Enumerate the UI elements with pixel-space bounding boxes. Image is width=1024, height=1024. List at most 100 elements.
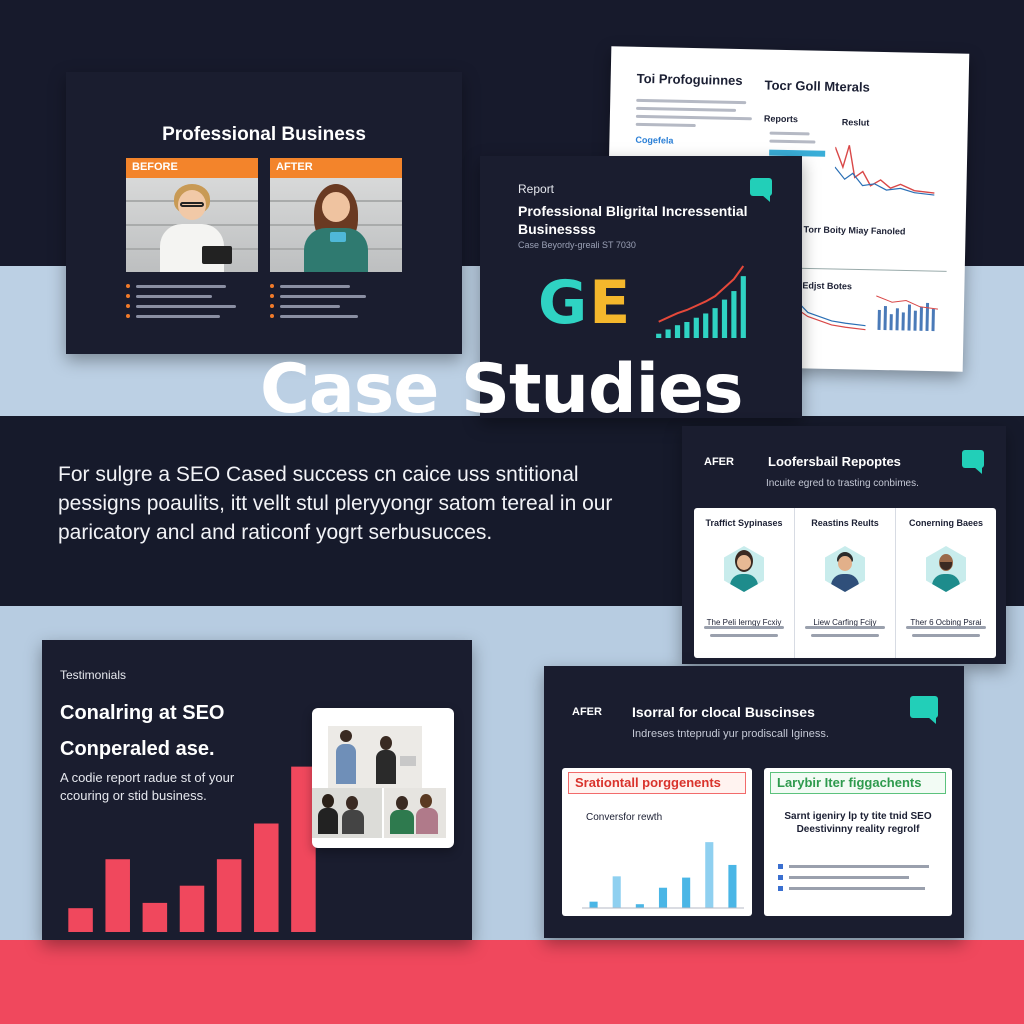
- chart-bar: [656, 333, 662, 338]
- team-caption: The Peli Ierngy Fcxiy: [706, 618, 782, 627]
- after-label: AFTER: [270, 158, 402, 178]
- white-report-heading-right: Tocr Goll Mterals: [764, 77, 870, 95]
- team-column-heading: Reastins Reults: [811, 518, 879, 528]
- chart-bar: [665, 329, 671, 338]
- chart-bar: [740, 276, 746, 338]
- conversion-chart-title: Conversfor rewth: [586, 812, 663, 823]
- chart-bar: [728, 864, 737, 908]
- chart-bar: [712, 308, 718, 338]
- team-column: Traffict Sypinases The Peli Ierngy Fcxiy: [694, 508, 795, 658]
- chart-bar: [612, 876, 621, 908]
- testimonials-text: A codie report radue st of your: [60, 770, 235, 785]
- chart-bar: [291, 766, 316, 932]
- group-photo-1: [312, 788, 382, 838]
- before-label: BEFORE: [126, 158, 258, 178]
- white-report-link[interactable]: Cogefela: [635, 134, 674, 146]
- chart-bar: [705, 842, 714, 908]
- conversion-panel-header: Srationtall porggenents: [568, 772, 746, 794]
- chat-bubble-icon[interactable]: [910, 696, 938, 724]
- page-title: Case Studies: [260, 350, 744, 429]
- testimonials-card[interactable]: Testimonials Conalring at SEO Conperaled…: [42, 640, 472, 940]
- chart-bar: [703, 313, 709, 338]
- testimonials-heading-2: Conperaled ase.: [60, 738, 215, 760]
- after-bullet-list: [270, 284, 402, 318]
- mini-bar-chart: [876, 295, 939, 332]
- after-photo: [270, 178, 402, 272]
- findings-list: [778, 864, 929, 891]
- chart-bar: [693, 317, 699, 338]
- growth-bar-chart: [656, 265, 746, 338]
- local-title: Isorral for clocal Buscinses: [632, 704, 815, 720]
- chart-bar: [684, 322, 690, 338]
- team-subtitle: Incuite egred to trasting conbimes.: [766, 478, 919, 489]
- chart-bar: [68, 908, 93, 932]
- testimonials-label: Testimonials: [60, 668, 127, 682]
- chart-bar: [682, 877, 691, 908]
- report-label: Report: [518, 182, 555, 196]
- fanoled-label: Torr Boity Miay Fanoled: [803, 224, 906, 237]
- team-column-heading: Conerning Baees: [908, 518, 984, 528]
- before-after-title: Professional Business: [162, 124, 366, 145]
- group-photo-2: [384, 788, 446, 838]
- meeting-photo: [328, 726, 422, 788]
- chart-bar: [635, 904, 644, 908]
- chart-bar: [658, 887, 668, 908]
- team-title: Loofersbail Repoptes: [768, 454, 901, 469]
- team-caption: Liew Carfing Fcijy: [813, 618, 877, 627]
- team-column: Conerning Baees Ther 6 Ocbing Psrai: [896, 508, 996, 658]
- before-photo: [126, 178, 258, 272]
- growth-trend-line: [658, 265, 745, 323]
- findings-text: Sarnt igeniry lp ty tite tnid SEO Deesti…: [784, 811, 932, 835]
- mini-bar-row: [796, 267, 947, 272]
- findings-panel-header: Larybir Iter figgachents: [770, 772, 946, 794]
- report-card[interactable]: Report Professional Bligrital Incressent…: [480, 156, 802, 418]
- man-beard-avatar-icon: [926, 546, 966, 592]
- before-column: BEFORE: [126, 158, 258, 324]
- ge-logo: GE: [538, 268, 633, 338]
- chart-bar: [674, 325, 681, 338]
- chart-bar: [216, 859, 242, 932]
- white-report-card[interactable]: Toi Profoguinnes Tocr Goll Mterals Cogef…: [604, 46, 970, 372]
- white-report-heading: Toi Profoguinnes: [636, 70, 743, 89]
- results-line-chart: [834, 145, 935, 196]
- testimonials-text-2: ccouring or stid business.: [60, 788, 207, 803]
- testimonials-bar-chart: [68, 766, 316, 932]
- chart-bar: [721, 299, 728, 338]
- team-panel: Traffict Sypinases The Peli Ierngy Fcxiy…: [694, 508, 996, 658]
- before-after-card[interactable]: Professional Business BEFORE AFTER: [66, 72, 462, 354]
- team-caption: Ther 6 Ocbing Psrai: [910, 618, 982, 627]
- chart-bar: [731, 291, 737, 338]
- intro-paragraph: For sulgre a SEO Cased success cn caice …: [58, 463, 613, 544]
- man-avatar-icon: [825, 546, 865, 592]
- chart-bar: [254, 823, 279, 932]
- team-tag: AFER: [704, 456, 734, 468]
- coral-band-footer: [0, 940, 1024, 1024]
- team-column-heading: Traffict Sypinases: [705, 518, 783, 528]
- woman-avatar-icon: [724, 546, 764, 592]
- chart-bar: [105, 859, 130, 932]
- woman-with-glasses-icon: [152, 184, 232, 272]
- mini-line-chart: [795, 299, 866, 331]
- results-label: Reslut: [841, 117, 870, 128]
- conversion-bar-chart: [582, 842, 744, 909]
- before-bullet-list: [126, 284, 258, 318]
- testimonials-heading: Conalring at SEO: [60, 702, 225, 724]
- chart-bar: [142, 902, 168, 932]
- local-tag: AFER: [572, 706, 602, 718]
- team-results-card[interactable]: AFER Loofersbail Repoptes Incuite egred …: [682, 426, 1006, 664]
- chart-bar: [179, 885, 205, 932]
- report-subtitle: Case Beyordy-greali ST 7030: [518, 240, 636, 250]
- local-business-card[interactable]: AFER Isorral for clocal Buscinses Indres…: [544, 666, 964, 938]
- local-subtitle: Indreses tnteprudi yur prodiscall Igines…: [632, 728, 829, 740]
- team-photo-collage[interactable]: [312, 708, 454, 848]
- report-title: Professional Bligrital Incressential Bus…: [518, 203, 748, 237]
- after-column: AFTER: [270, 158, 402, 324]
- reports-label: Reports: [763, 113, 799, 125]
- chart-bar: [589, 901, 598, 908]
- conversion-panel: Srationtall porggenents Conversfor rewth: [562, 768, 752, 916]
- team-column: Reastins Reults Liew Carfing Fcijy: [795, 508, 896, 658]
- chat-bubble-icon[interactable]: [750, 178, 772, 202]
- findings-panel: Larybir Iter figgachents Sarnt igeniry l…: [764, 768, 952, 916]
- woman-with-phone-icon: [296, 184, 376, 272]
- chat-bubble-icon[interactable]: [962, 450, 984, 474]
